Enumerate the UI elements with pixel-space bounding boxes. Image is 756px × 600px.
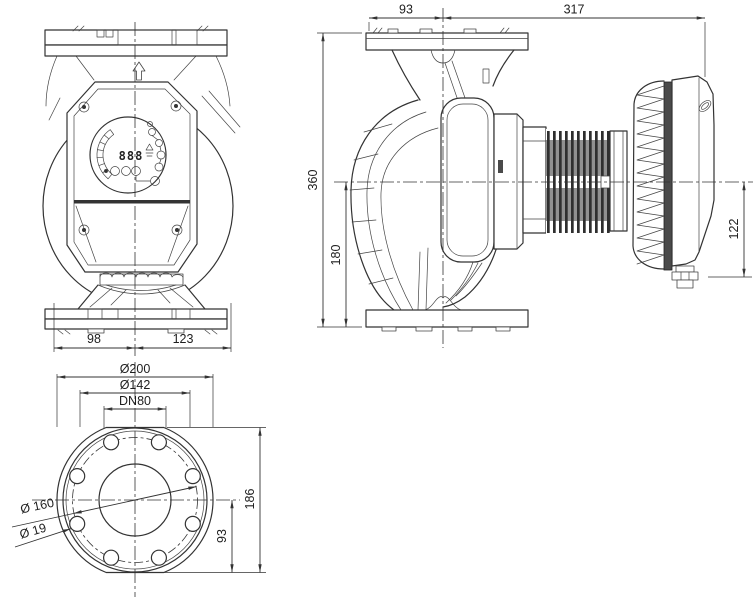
dim-flange-axis-bottom: 93 (215, 529, 229, 543)
front-view: 888 (42, 22, 241, 356)
flange-view: Ø200 Ø142 DN80 186 93 Ø 160 Ø 19 (11, 362, 266, 597)
dim-module-height: 122 (727, 219, 741, 240)
side-bottom-flange (365, 309, 529, 332)
module-conduit-hole (698, 100, 712, 112)
front-lower-body (77, 272, 206, 310)
module-heatsink-ribs (636, 85, 665, 265)
pump-display: 888 (89, 116, 167, 194)
display-digits: 888 (119, 149, 144, 163)
motor (440, 97, 628, 263)
side-top-flange (365, 27, 529, 51)
dim-flange-face: Ø142 (120, 378, 151, 392)
cable-gland (671, 265, 699, 289)
led-bargraph-arc (96, 129, 115, 180)
electronics-module (632, 75, 715, 289)
bolt-holes (69, 434, 201, 566)
side-dimensions: 93 317 360 180 122 (306, 3, 752, 328)
front-top-flange (44, 25, 228, 57)
dim-flange-overall-height: 186 (243, 489, 257, 510)
dim-side-top-right: 317 (564, 3, 585, 17)
motor-end-ring (609, 130, 628, 232)
housing-transition-lines (45, 55, 241, 134)
dim-bolt-circle: Ø 160 (19, 496, 55, 517)
dim-side-axis-height: 180 (329, 245, 343, 266)
dim-flange-outer: Ø200 (120, 362, 151, 376)
side-view: 93 317 360 180 122 (306, 3, 753, 348)
display-buttons (104, 166, 160, 186)
plate-screws (78, 100, 183, 236)
dim-flange-nominal: DN80 (119, 394, 151, 408)
display-warning-symbol (145, 143, 154, 157)
front-bottom-flange (44, 308, 228, 335)
dim-front-left: 98 (87, 332, 101, 346)
module-mounting-plate (663, 81, 673, 271)
dim-side-top-left: 93 (399, 3, 413, 17)
front-dimensions: 98 123 (53, 303, 232, 352)
display-led-column (147, 121, 166, 172)
dim-bolt-hole: Ø 19 (18, 521, 48, 542)
module-box (671, 75, 715, 267)
module-heatsink-outline (632, 80, 665, 270)
flow-direction-arrow-icon (132, 61, 146, 81)
dim-side-total-height: 360 (306, 170, 320, 191)
dim-front-right: 123 (173, 332, 194, 346)
